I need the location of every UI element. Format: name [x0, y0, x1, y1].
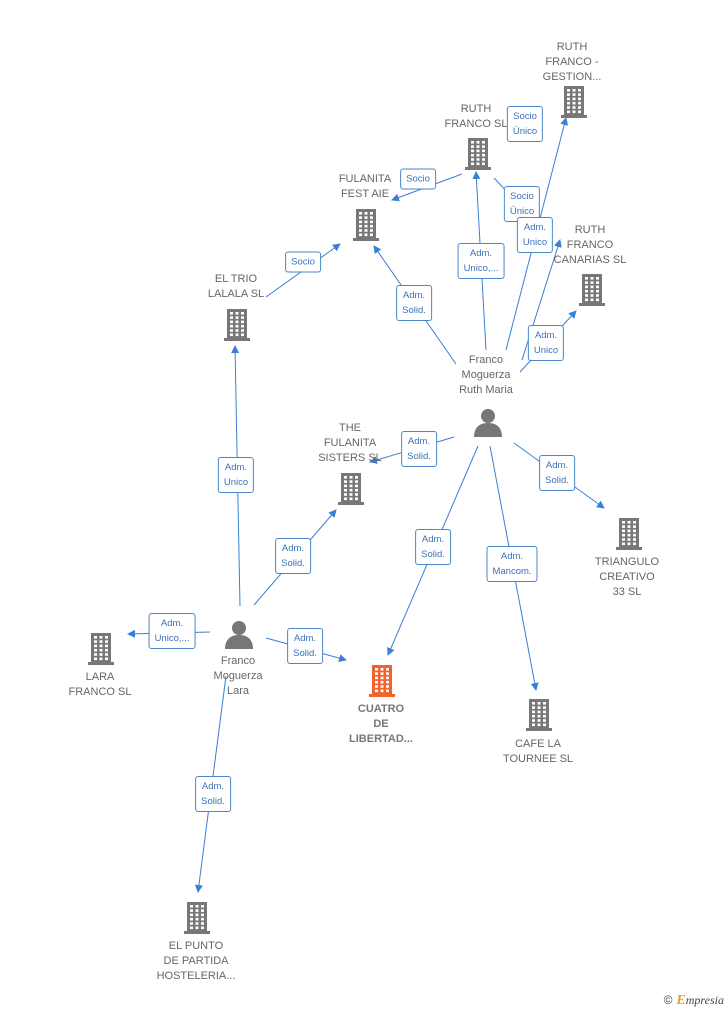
node-label[interactable]: EL PUNTO DE PARTIDA HOSTELERIA... [156, 940, 236, 982]
edge-label[interactable]: Adm. Unico,... [457, 243, 505, 279]
edge-label[interactable]: Socio [400, 168, 436, 190]
node-fulanita-fest[interactable] [351, 207, 381, 246]
brand-initial: E [676, 993, 686, 1008]
edge-label[interactable]: Adm. Solid. [275, 538, 311, 574]
node-label[interactable]: EL TRIO LALALA SL [207, 273, 265, 300]
brand-name: mpresia [685, 993, 724, 1007]
node-label[interactable]: CUATRO DE LIBERTAD... [349, 703, 413, 745]
edge-label[interactable]: Adm. Solid. [401, 431, 437, 467]
node-label[interactable]: THE FULANITA SISTERS SL [318, 422, 382, 464]
node-franco-moguerza-ruth[interactable] [473, 407, 503, 442]
building-icon [561, 86, 587, 118]
building-icon [338, 473, 364, 505]
edge-label[interactable]: Adm. Solid. [287, 628, 323, 664]
node-lara-franco[interactable] [86, 631, 116, 670]
edge-label[interactable]: Adm. Unico [217, 457, 255, 493]
edge-label[interactable]: Socio [285, 251, 321, 273]
edge-label[interactable]: Adm. Mancom. [486, 546, 538, 582]
node-label[interactable]: FULANITA FEST AIE [338, 173, 392, 200]
edge-label[interactable]: Adm. Solid. [396, 285, 432, 321]
building-icon [88, 633, 114, 665]
building-icon [465, 138, 491, 170]
edge-label[interactable]: Adm. Solid. [539, 455, 575, 491]
edge-label[interactable]: Socio Único [506, 106, 544, 142]
building-icon [353, 209, 379, 241]
node-ruth-franco-canarias[interactable] [577, 272, 607, 311]
node-triangulo-creativo[interactable] [614, 516, 644, 555]
edge-label[interactable]: Socio Único [503, 186, 541, 222]
building-icon [224, 309, 250, 341]
node-cuatro-de-libertad[interactable] [367, 663, 397, 702]
building-icon [616, 518, 642, 550]
node-label[interactable]: Franco Moguerza Ruth Maria [459, 354, 513, 396]
node-el-trio-lalala[interactable] [222, 307, 252, 346]
node-ruth-franco-gestion[interactable] [559, 84, 589, 123]
copyright-symbol: © [663, 993, 673, 1007]
node-label[interactable]: CAFE LA TOURNEE SL [502, 738, 574, 765]
building-icon [579, 274, 605, 306]
edge-label[interactable]: Adm. Solid. [195, 776, 231, 812]
empresia-logo: ©Empresia [664, 993, 724, 1009]
edge-label[interactable]: Adm. Unico [516, 217, 554, 253]
person-icon [225, 621, 253, 649]
edge-label[interactable]: Adm. Unico,... [148, 613, 196, 649]
building-icon [369, 665, 395, 697]
edge-label[interactable]: Adm. Unico [527, 325, 565, 361]
node-label[interactable]: RUTH FRANCO CANARIAS SL [553, 224, 627, 266]
edge-label[interactable]: Adm. Solid. [415, 529, 451, 565]
node-franco-moguerza-lara[interactable] [224, 619, 254, 654]
building-icon [184, 902, 210, 934]
node-label[interactable]: LARA FRANCO SL [68, 671, 132, 698]
node-label[interactable]: TRIANGULO CREATIVO 33 SL [594, 556, 660, 598]
node-el-punto-de-partida[interactable] [182, 900, 212, 939]
node-cafe-la-tournee[interactable] [524, 697, 554, 736]
node-label[interactable]: RUTH FRANCO - GESTION... [542, 41, 602, 83]
building-icon [526, 699, 552, 731]
node-the-fulanita-sisters[interactable] [336, 471, 366, 510]
node-ruth-franco-sl[interactable] [463, 136, 493, 175]
person-icon [474, 409, 502, 437]
node-label[interactable]: RUTH FRANCO SL [444, 103, 508, 130]
node-label[interactable]: Franco Moguerza Lara [213, 655, 263, 697]
